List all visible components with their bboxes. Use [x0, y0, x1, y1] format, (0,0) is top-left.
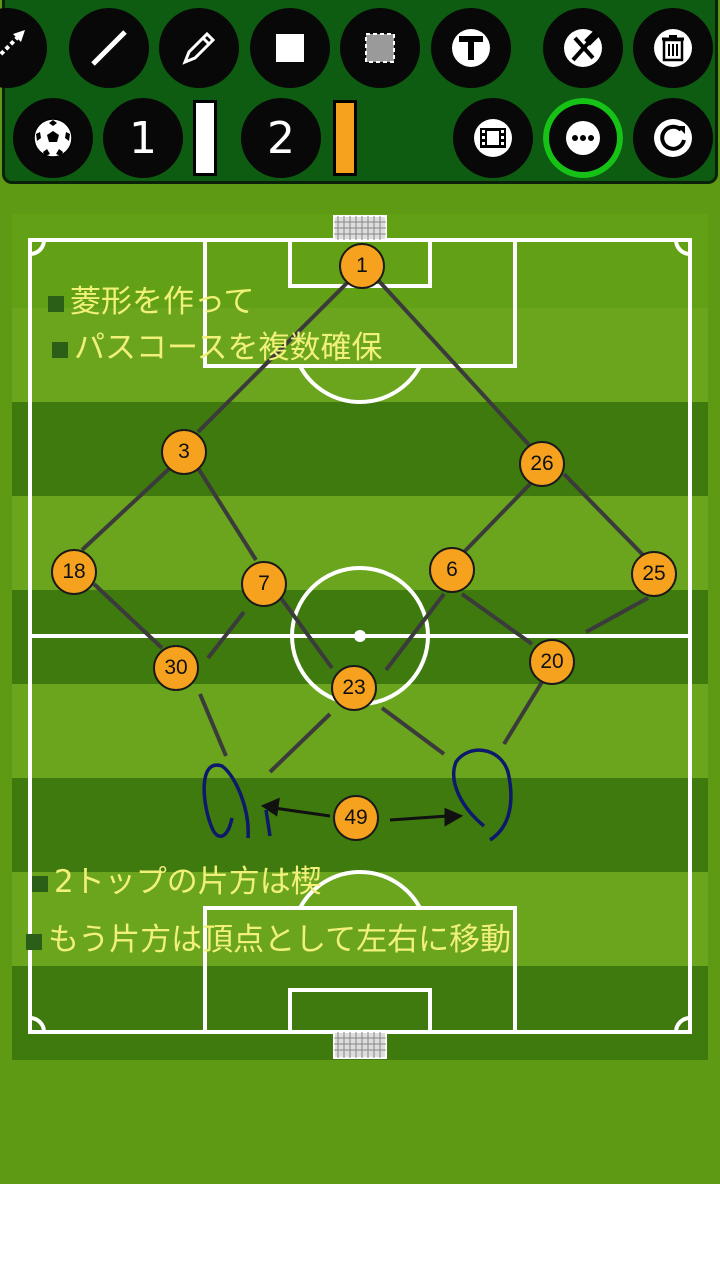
rotate-button[interactable]: [633, 98, 713, 178]
resize-arrow-button[interactable]: [0, 8, 47, 88]
note-3[interactable]: 2トップの片方は楔: [32, 856, 322, 901]
team-2-button[interactable]: 2: [241, 98, 321, 178]
player-1[interactable]: 1: [339, 243, 385, 289]
player-6[interactable]: 6: [429, 547, 475, 593]
filled-square-button[interactable]: [250, 8, 330, 88]
pencil-button[interactable]: [159, 8, 239, 88]
soccer-field[interactable]: [12, 214, 708, 1060]
note-bullet: [48, 295, 64, 312]
tools-button[interactable]: [543, 8, 623, 88]
filled-square-icon: [276, 34, 304, 62]
toolbar: 1 2: [0, 0, 718, 184]
text-tool-button[interactable]: [431, 8, 511, 88]
trash-icon: [654, 29, 692, 67]
team-2-color-swatch[interactable]: [333, 100, 357, 176]
soccer-ball-icon: [33, 118, 73, 158]
rotate-icon: [654, 119, 692, 157]
note-4-text: もう片方は頂点として左右に移動: [48, 922, 512, 958]
player-30[interactable]: 30: [153, 645, 199, 691]
movement-runs: [202, 748, 513, 842]
note-1[interactable]: 菱形を作って: [48, 276, 254, 321]
player-3[interactable]: 3: [161, 429, 207, 475]
note-bullet: [32, 875, 48, 892]
team-1-button[interactable]: 1: [103, 98, 183, 178]
note-bullet: [26, 933, 42, 950]
film-icon: [474, 119, 512, 157]
note-2-text: パスコースを複数確保: [74, 330, 383, 366]
dashed-square-icon: [365, 33, 395, 63]
bottom-blank-area: [0, 1184, 720, 1280]
film-button[interactable]: [453, 98, 533, 178]
pencil-icon: [182, 31, 216, 65]
top-goal: [333, 215, 387, 241]
player-7[interactable]: 7: [241, 561, 287, 607]
note-1-text: 菱形を作って: [70, 284, 255, 320]
trash-button[interactable]: [633, 8, 713, 88]
team-1-color-swatch[interactable]: [193, 100, 217, 176]
passing-lines: [80, 278, 649, 774]
player-20[interactable]: 20: [529, 639, 575, 685]
note-bullet: [52, 341, 68, 358]
note-2[interactable]: パスコースを複数確保: [52, 322, 382, 367]
more-icon: [566, 121, 600, 155]
line-tool-button[interactable]: [69, 8, 149, 88]
player-23[interactable]: 23: [331, 665, 377, 711]
movement-arrows: [260, 797, 464, 827]
player-49[interactable]: 49: [333, 795, 379, 841]
dashed-square-button[interactable]: [340, 8, 420, 88]
more-button[interactable]: [543, 98, 623, 178]
ball-button[interactable]: [13, 98, 93, 178]
player-25[interactable]: 25: [631, 551, 677, 597]
note-3-text: 2トップの片方は楔: [54, 864, 322, 900]
line-tool-icon: [91, 30, 127, 66]
player-18[interactable]: 18: [51, 549, 97, 595]
tools-icon: [564, 29, 602, 67]
bottom-goal: [333, 1031, 387, 1059]
note-4[interactable]: もう片方は頂点として左右に移動: [26, 914, 511, 959]
resize-arrow-icon: [0, 30, 25, 58]
player-26[interactable]: 26: [519, 441, 565, 487]
text-tool-icon: [452, 29, 490, 67]
